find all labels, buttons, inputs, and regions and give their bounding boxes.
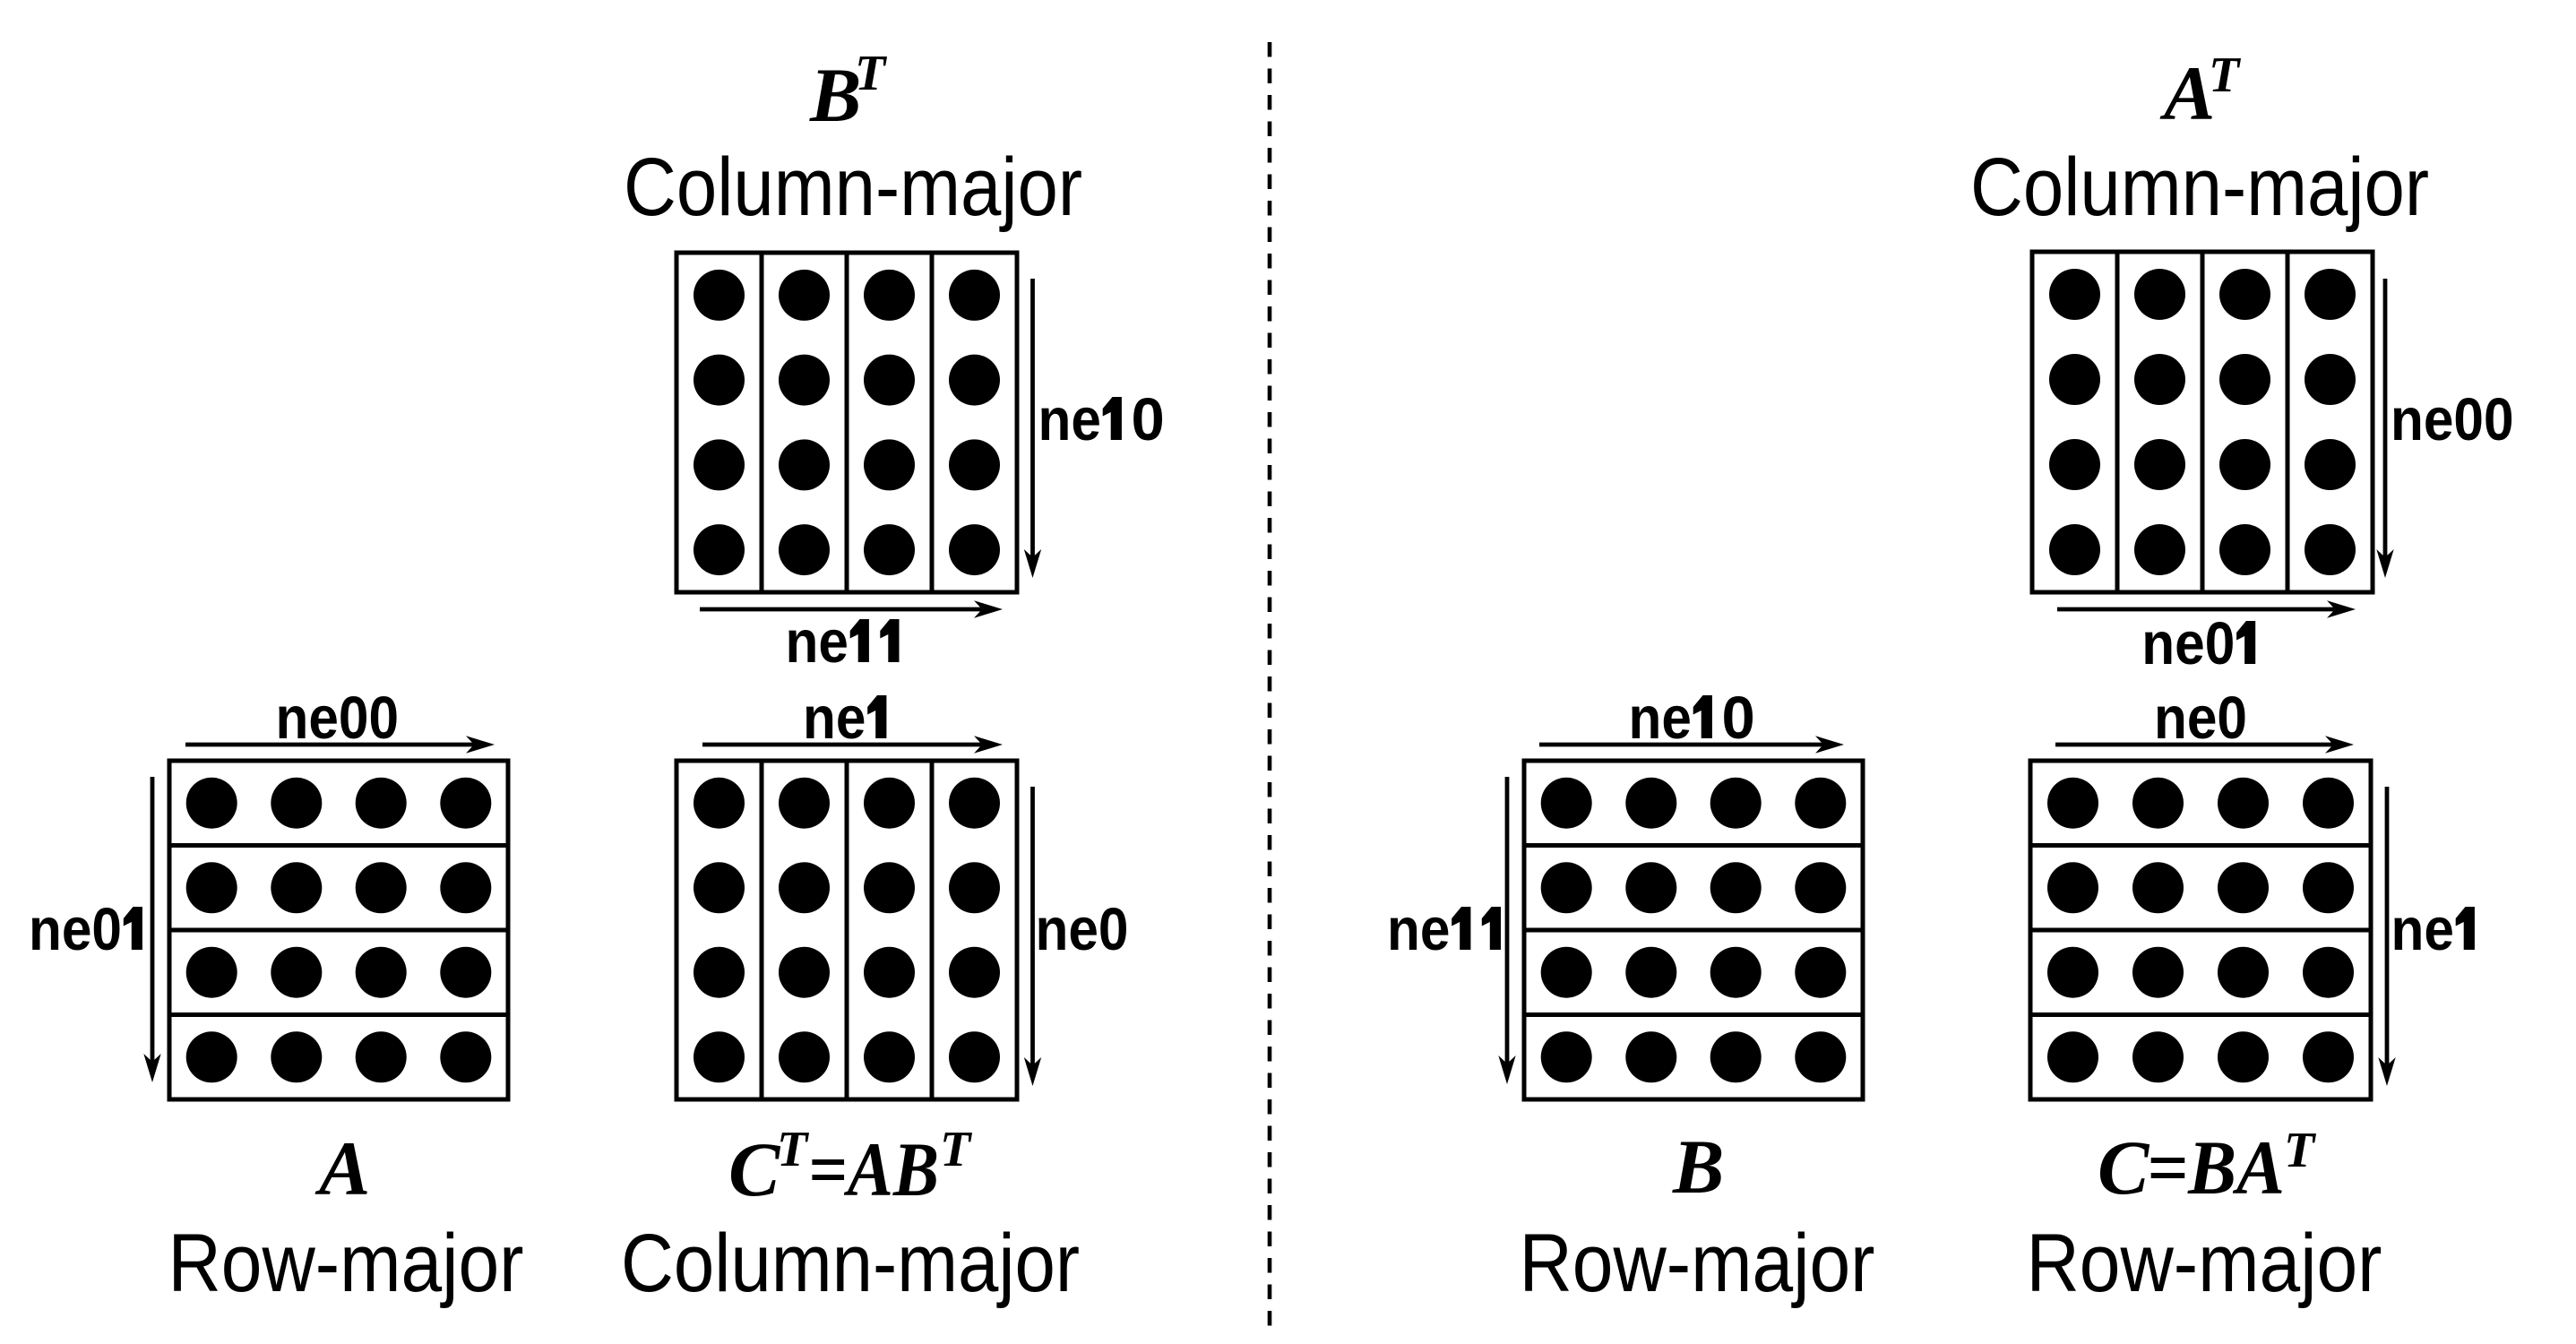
svg-text:T: T bbox=[2209, 47, 2242, 103]
svg-text:T: T bbox=[2284, 1123, 2317, 1178]
svg-text:ne: ne bbox=[2391, 896, 2454, 963]
svg-text:ne: ne bbox=[786, 608, 849, 676]
svg-text:ne0: ne0 bbox=[1036, 896, 1129, 963]
svg-text:T: T bbox=[855, 46, 888, 101]
svg-text:C: C bbox=[728, 1126, 781, 1212]
svg-text:C: C bbox=[2098, 1124, 2150, 1210]
svg-text:ne: ne bbox=[1038, 386, 1101, 453]
svg-text:0: 0 bbox=[1132, 386, 1165, 453]
svg-text:Column-major: Column-major bbox=[1970, 142, 2429, 233]
svg-text:0: 0 bbox=[1722, 685, 1755, 752]
svg-text:A: A bbox=[2159, 50, 2215, 136]
svg-text:ne: ne bbox=[1387, 896, 1450, 963]
svg-text:ne0: ne0 bbox=[2154, 685, 2247, 752]
svg-text:Row-major: Row-major bbox=[168, 1218, 524, 1309]
svg-text:ne00: ne00 bbox=[2391, 386, 2514, 453]
svg-text:ne00: ne00 bbox=[276, 685, 400, 752]
svg-text:B: B bbox=[809, 52, 861, 138]
svg-text:T: T bbox=[777, 1122, 810, 1177]
svg-text:ne: ne bbox=[803, 685, 866, 752]
svg-text:B: B bbox=[1672, 1124, 1724, 1210]
svg-text:Column-major: Column-major bbox=[624, 142, 1082, 233]
svg-text:Row-major: Row-major bbox=[1520, 1218, 1875, 1309]
svg-text:ne: ne bbox=[1629, 685, 1692, 752]
svg-text:ne0: ne0 bbox=[2141, 610, 2235, 677]
svg-text:Column-major: Column-major bbox=[621, 1218, 1080, 1309]
svg-text:T: T bbox=[940, 1122, 973, 1177]
svg-text:ne0: ne0 bbox=[29, 896, 122, 963]
svg-text:=AB: =AB bbox=[808, 1126, 939, 1212]
svg-text:A: A bbox=[314, 1125, 370, 1211]
svg-text:Row-major: Row-major bbox=[2027, 1218, 2382, 1309]
svg-text:=BA: =BA bbox=[2147, 1124, 2285, 1210]
